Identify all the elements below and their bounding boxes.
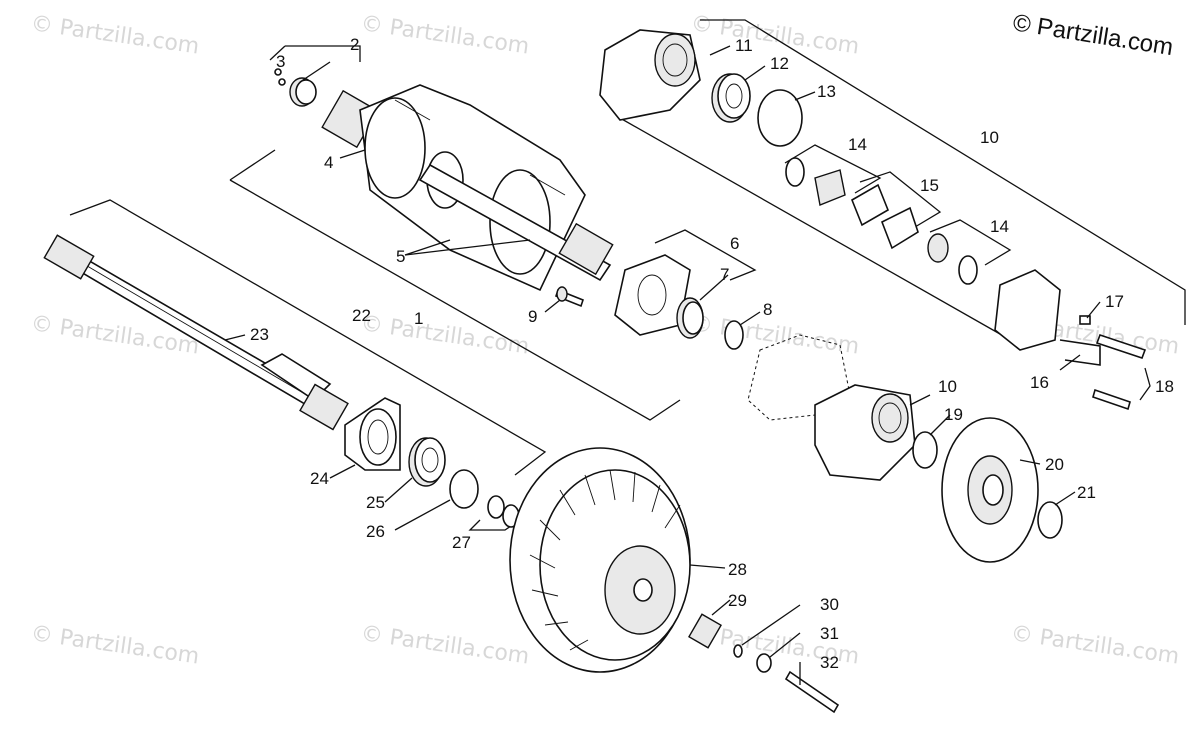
callout-24: 24 xyxy=(310,469,329,488)
watermark: © Partzilla.com xyxy=(1009,621,1181,669)
callout-19: 19 xyxy=(944,405,963,424)
caliper-housing-top xyxy=(599,29,701,121)
caliper-housing-bottom xyxy=(814,384,916,481)
callout-8: 8 xyxy=(763,300,772,319)
callout-4: 4 xyxy=(324,153,333,172)
callout-5: 5 xyxy=(396,247,405,266)
callout-15: 15 xyxy=(920,176,939,195)
leader-lines xyxy=(224,45,1101,685)
fastener-parts-29-32 xyxy=(688,613,840,714)
ring-21 xyxy=(1037,501,1063,539)
watermark: © Partzilla.com xyxy=(29,11,201,59)
bearing-12 xyxy=(711,73,751,123)
pad-parts-14-15 xyxy=(785,157,978,285)
callout-6: 6 xyxy=(730,234,739,253)
rings-27 xyxy=(487,495,520,528)
caliper-right xyxy=(994,269,1147,411)
callout-10-top: 10 xyxy=(980,128,999,147)
sprocket-shaft-assembly xyxy=(321,84,614,292)
cap-parts-2-3 xyxy=(274,68,317,107)
callout-numbers: 1 2 3 4 5 6 7 8 9 10 10 11 12 13 14 14 1… xyxy=(250,35,1174,672)
watermark: © Partzilla.com xyxy=(359,621,531,669)
callout-18: 18 xyxy=(1155,377,1174,396)
callout-3: 3 xyxy=(276,52,285,71)
bearing-plate-parts xyxy=(555,254,744,350)
callout-21: 21 xyxy=(1077,483,1096,502)
snap-ring-26 xyxy=(449,469,479,509)
copyright-text: © Partzilla.com xyxy=(1011,9,1175,61)
callout-23: 23 xyxy=(250,325,269,344)
callout-11: 11 xyxy=(735,36,753,55)
callout-2: 2 xyxy=(350,35,359,54)
watermark: © Partzilla.com xyxy=(359,311,531,359)
bearing-25 xyxy=(408,437,446,487)
callout-28: 28 xyxy=(728,560,747,579)
watermark: © Partzilla.com xyxy=(359,11,531,59)
callout-9: 9 xyxy=(528,307,537,326)
callout-27: 27 xyxy=(452,533,471,552)
o-ring-13 xyxy=(757,89,803,147)
callout-12: 12 xyxy=(770,54,789,73)
watermark: © Partzilla.com xyxy=(29,621,201,669)
callout-29: 29 xyxy=(728,591,747,610)
callout-22: 22 xyxy=(352,306,371,325)
watermark: © Partzilla.com xyxy=(689,311,861,359)
ring-19 xyxy=(912,431,938,469)
callout-31: 31 xyxy=(820,624,839,643)
brake-disc-20 xyxy=(941,417,1039,563)
callout-20: 20 xyxy=(1045,455,1064,474)
drive-shaft-23 xyxy=(43,234,349,431)
callout-25: 25 xyxy=(366,493,385,512)
callout-14-left: 14 xyxy=(848,135,867,154)
callout-32: 32 xyxy=(820,653,839,672)
callout-13: 13 xyxy=(817,82,836,101)
callout-1: 1 xyxy=(414,309,423,328)
callout-14-right: 14 xyxy=(990,217,1009,236)
callout-17: 17 xyxy=(1105,292,1124,311)
callout-16: 16 xyxy=(1030,373,1049,392)
callout-26: 26 xyxy=(366,522,385,541)
bearing-housing-24 xyxy=(344,397,401,471)
callout-10-bottom: 10 xyxy=(938,377,957,396)
driven-clutch-28 xyxy=(509,447,691,673)
dashed-gasket xyxy=(747,334,851,421)
callout-30: 30 xyxy=(820,595,839,614)
callout-7: 7 xyxy=(720,265,729,284)
